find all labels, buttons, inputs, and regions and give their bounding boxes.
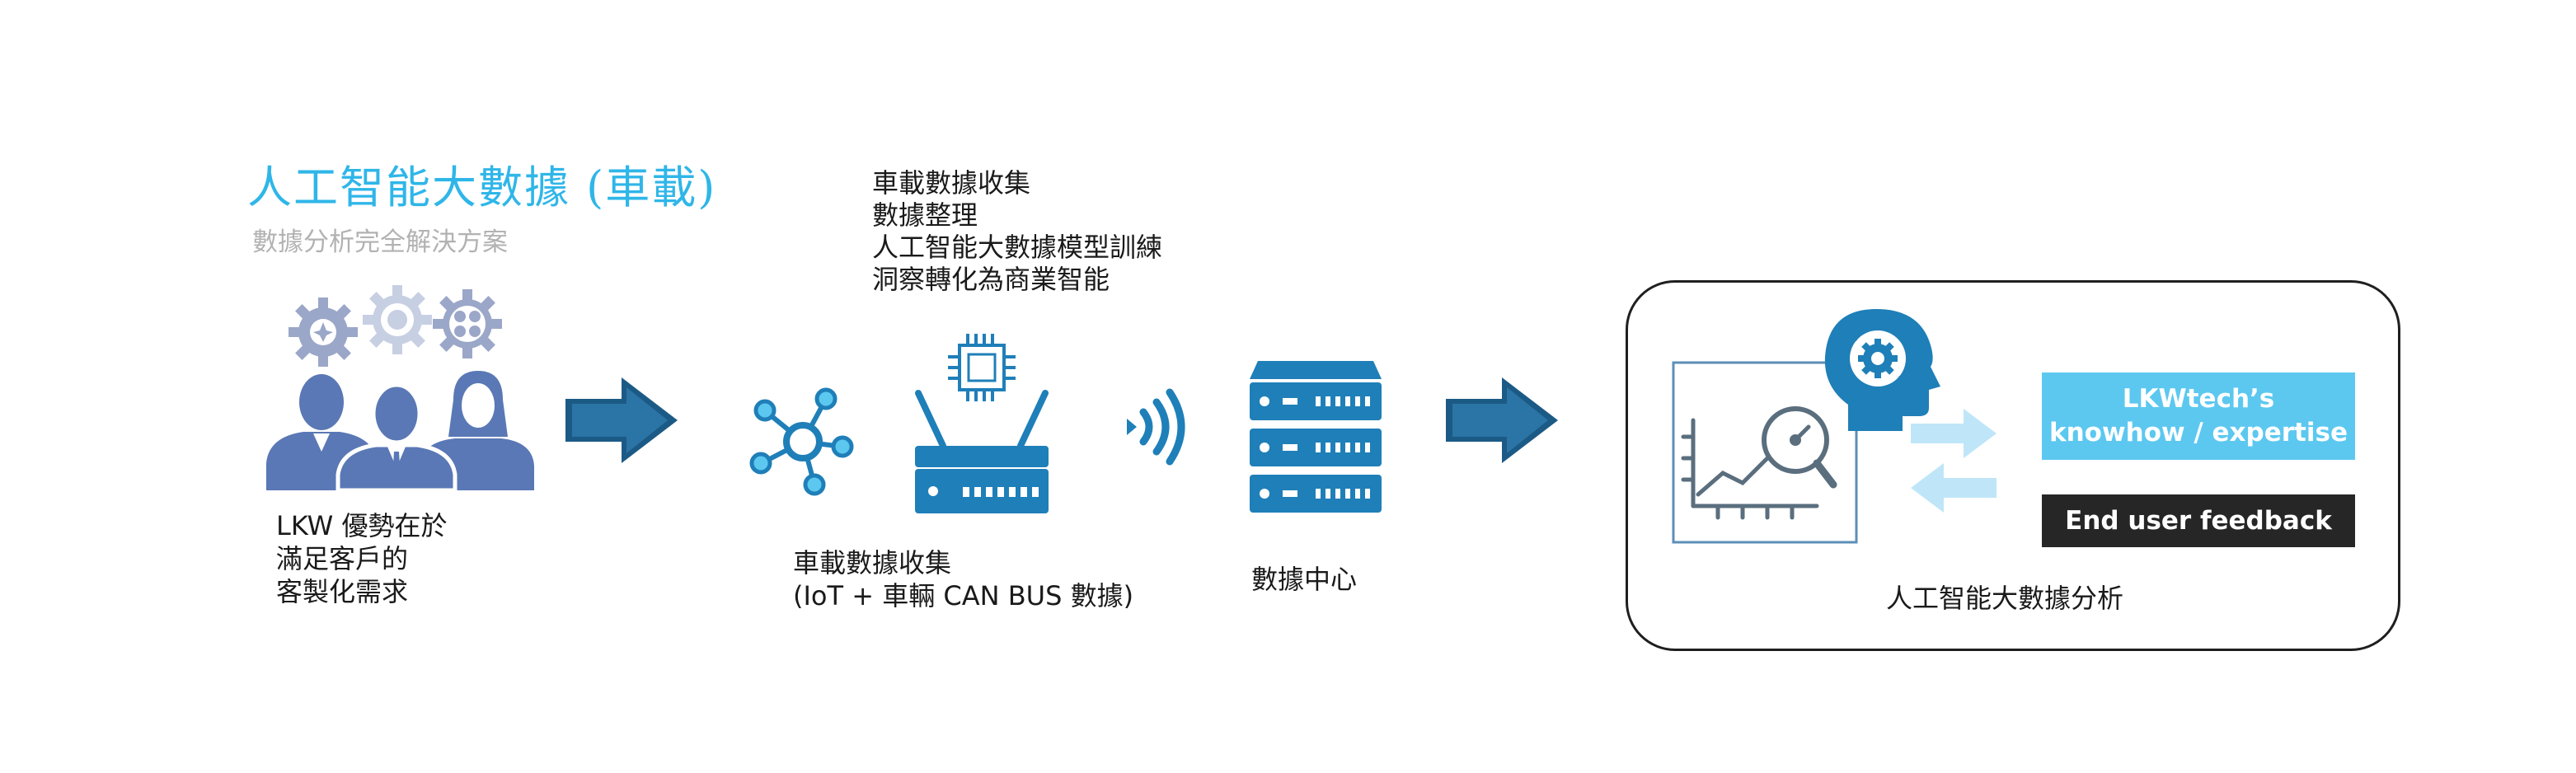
collection-caption-line: 車載數據收集 <box>793 547 952 579</box>
ai-head-icon <box>1824 309 1940 431</box>
expertise-box: LKWtech’s knowhow / expertise <box>2042 372 2355 460</box>
iot-network-icon <box>749 387 854 496</box>
customer-caption-line: 滿足客戶的 <box>276 543 409 574</box>
diagram-title: 人工智能大數據 (車載) <box>247 162 717 213</box>
flow-arrow-icon <box>565 377 678 463</box>
process-step: 洞察轉化為商業智能 <box>872 264 1110 295</box>
customers-icon <box>266 371 534 493</box>
customer-caption-line: LKW 優勢在於 <box>276 510 448 541</box>
process-step: 數據整理 <box>872 199 978 231</box>
process-step: 人工智能大數據模型訓練 <box>872 232 1163 263</box>
router-chip-icon <box>915 334 1049 513</box>
collection-caption-line: (IoT + 車輛 CAN BUS 數據) <box>793 580 1134 611</box>
diagram-subtitle: 數據分析完全解決方案 <box>252 227 508 257</box>
process-steps-list: 車載數據收集 數據整理 人工智能大數據模型訓練 洞察轉化為商業智能 <box>872 167 1162 296</box>
feedback-box: End user feedback <box>2042 494 2355 547</box>
customer-caption-line: 客製化需求 <box>276 576 409 607</box>
wireless-signal-icon <box>1127 388 1185 466</box>
customer-caption: LKW 優勢在於 滿足客戶的 客製化需求 <box>276 509 448 608</box>
collection-caption: 車載數據收集 (IoT + 車輛 CAN BUS 數據) <box>793 546 1133 612</box>
exchange-arrows-icon <box>1911 409 1997 513</box>
flow-arrow-icon <box>1446 377 1558 463</box>
expertise-line: knowhow / expertise <box>2049 418 2348 447</box>
server-stack-icon <box>1250 361 1382 513</box>
process-step: 車載數據收集 <box>872 167 1031 199</box>
analysis-caption: 人工智能大數據分析 <box>1886 583 2124 614</box>
chart-analysis-icon <box>1672 361 1858 544</box>
feedback-label: End user feedback <box>2065 506 2332 536</box>
expertise-line: LKWtech’s <box>2122 384 2275 414</box>
gears-icon <box>289 285 502 367</box>
datacenter-caption: 數據中心 <box>1251 564 1358 595</box>
